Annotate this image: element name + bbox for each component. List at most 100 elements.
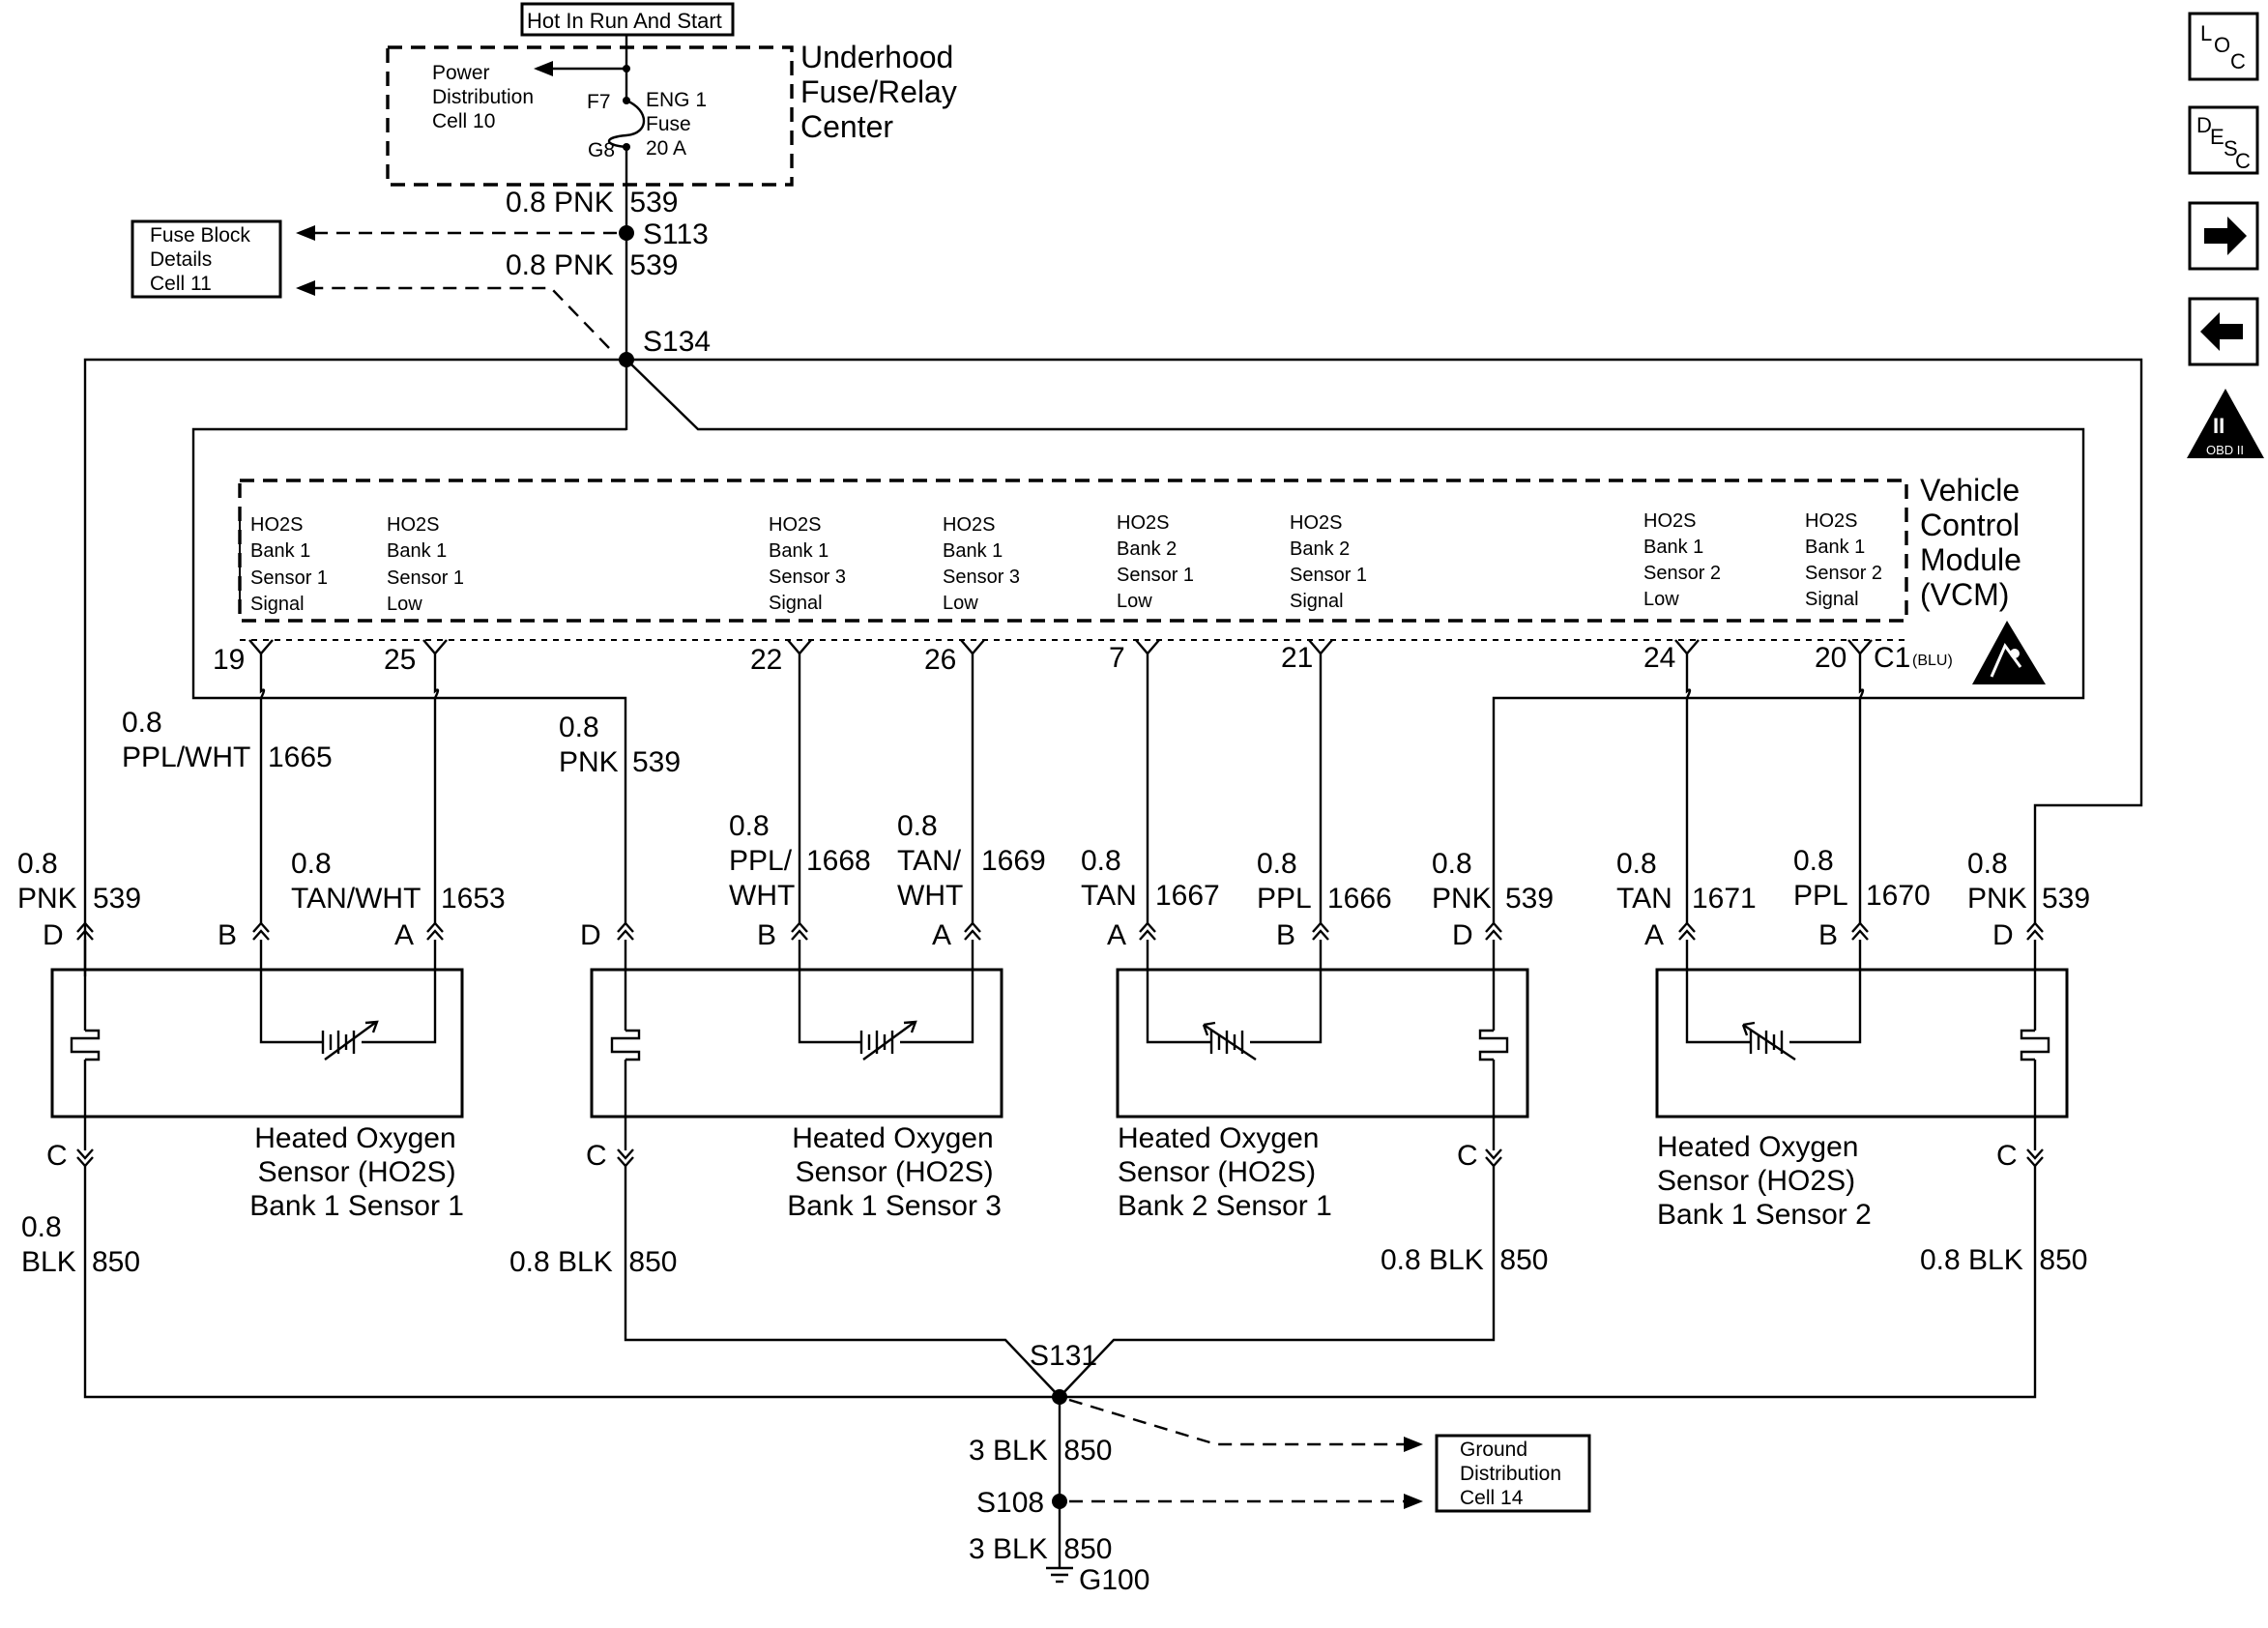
fuse-icon <box>607 99 645 149</box>
obd-ii-button[interactable]: II OBD II <box>2187 389 2264 458</box>
svg-text:S: S <box>2224 136 2238 160</box>
ho2s-bank2-sensor1 <box>1116 968 1529 1119</box>
fuse-pin-f7: F7 <box>587 91 611 113</box>
wire-539-inner-right <box>625 359 2085 923</box>
vcm-pin-21: 21 <box>1281 642 1313 674</box>
splice-s108-label: S108 <box>976 1487 1044 1519</box>
splice-s108 <box>1052 1494 1067 1509</box>
wire-850-b-label: 3 BLK 850 <box>969 1533 1112 1565</box>
vcm-connector-color: (BLU) <box>1912 653 1953 669</box>
next-page-button[interactable] <box>2188 201 2259 271</box>
fuse-pin-g8: G8 <box>588 139 615 161</box>
desc-button[interactable]: D E S C <box>2188 105 2259 175</box>
arrow-left-icon <box>296 280 315 296</box>
vcm-pin-24: 24 <box>1643 642 1675 674</box>
wire-1667-label: 0.8 TAN 1667 <box>1081 845 1220 912</box>
ground-ref-box <box>1435 1434 1591 1513</box>
ho2s-bank1-sensor1 <box>50 968 464 1119</box>
wire-1668-label: 0.8 PPL/ WHT 1668 <box>729 810 871 912</box>
wire-1666-label: 0.8 PPL 1666 <box>1257 848 1392 915</box>
wire-539-s3-label: 0.8 PNK 539 <box>1432 848 1554 915</box>
wire-539-mid-label: 0.8 PNK 539 <box>559 712 681 778</box>
wire-850-s1-label: 0.8 BLK 850 <box>21 1211 140 1278</box>
ho2s-bank1-sensor2 <box>1655 968 2069 1119</box>
wire-850-s2-label: 0.8 BLK 850 <box>509 1246 677 1278</box>
vcm-terminal-label-20: HO2S Bank 1 Sensor 2 Signal <box>1805 510 1888 610</box>
sensor2-name: Heated Oxygen Sensor (HO2S) Bank 1 Senso… <box>787 1122 1002 1222</box>
vcm-pin-26: 26 <box>924 644 956 676</box>
wire-850-s2 <box>624 1166 1061 1398</box>
svg-text:D: D <box>2196 113 2212 137</box>
obd-ii-warning-icon <box>2187 389 2264 458</box>
underhood-fuse-relay-center <box>386 45 794 187</box>
eng1-fuse-label: ENG 1 Fuse 20 A <box>646 89 712 160</box>
svg-text:II: II <box>2213 414 2224 438</box>
wire-1669-label: 0.8 TAN/ WHT 1669 <box>897 810 1046 912</box>
ground-ref: Ground Distribution Cell 14 <box>1460 1439 1567 1509</box>
sensor-pin-c-letters: C C C C <box>46 1140 2018 1172</box>
vcm-terminal-label-25: HO2S Bank 1 Sensor 1 Low <box>387 514 470 615</box>
heater-icon <box>70 1029 2050 1061</box>
vcm-pin-19: 19 <box>213 644 245 676</box>
svg-text:C: C <box>2235 149 2251 173</box>
arrow-right-icon <box>1404 1437 1423 1452</box>
ho2s-bank1-sensor3 <box>590 968 1003 1119</box>
wire-539-s1-label: 0.8 PNK 539 <box>17 848 141 915</box>
prev-page-button[interactable] <box>2188 297 2259 366</box>
wire-1665 <box>259 654 266 923</box>
wire-850-s4 <box>1060 1166 2037 1399</box>
wire-539-label-a: 0.8 PNK 539 <box>506 187 678 218</box>
vcm-terminal-label-19: HO2S Bank 1 Sensor 1 Signal <box>250 514 334 615</box>
svg-text:O: O <box>2214 33 2230 57</box>
sensor3-name: Heated Oxygen Sensor (HO2S) Bank 2 Senso… <box>1118 1122 1332 1222</box>
wire-1653-label: 0.8 TAN/WHT 1653 <box>291 848 506 915</box>
wire-1670 <box>1858 654 1865 923</box>
hot-in-run-label-box: Hot In Run And Start <box>520 2 735 37</box>
arrow-left-icon <box>2200 312 2243 351</box>
vcm-terminal-label-7: HO2S Bank 2 Sensor 1 Low <box>1117 512 1200 612</box>
sensor1-name: Heated Oxygen Sensor (HO2S) Bank 1 Senso… <box>249 1122 464 1222</box>
wire-850-s4-label: 0.8 BLK 850 <box>1920 1244 2087 1276</box>
hot-in-run-label: Hot In Run And Start <box>527 9 722 33</box>
splice-s131-label: S131 <box>1030 1340 1097 1372</box>
sensor-connector-cups-top <box>75 921 2045 942</box>
sensor-heater-elements <box>83 940 2037 1150</box>
wire-1670-label: 0.8 PPL 1670 <box>1793 845 1931 912</box>
vcm-pins <box>247 638 1874 655</box>
loc-button[interactable]: L O C <box>2188 12 2259 81</box>
vcm-pin-7: 7 <box>1109 642 1125 674</box>
splice-s134-label: S134 <box>643 326 711 358</box>
vcm-pin-22: 22 <box>750 644 782 676</box>
wire-850-s1 <box>83 1166 1060 1399</box>
fuse-block-ref-box <box>131 219 282 299</box>
vcm-terminal-label-24: HO2S Bank 1 Sensor 2 Low <box>1643 510 1727 610</box>
splice-s113-label: S113 <box>643 218 709 250</box>
wire-539-inner-left <box>191 427 627 923</box>
vcm-terminal-label-22: HO2S Bank 1 Sensor 3 Signal <box>769 514 852 614</box>
oxygen-sensing-element-icon <box>259 940 1862 1061</box>
wire-1671-label: 0.8 TAN 1671 <box>1616 848 1757 915</box>
ground-g100-label: G100 <box>1079 1564 1149 1596</box>
wire-539-s4-label: 0.8 PNK 539 <box>1967 848 2090 915</box>
ground-icon <box>1046 1566 1073 1584</box>
arrow-left-icon <box>534 61 553 76</box>
splice-s113 <box>619 225 634 241</box>
wire-850-a-label: 3 BLK 850 <box>969 1435 1112 1467</box>
svg-text:C: C <box>2230 49 2246 73</box>
vcm-pin-25: 25 <box>384 644 416 676</box>
wire-1671 <box>1685 654 1692 923</box>
svg-text:OBD II: OBD II <box>2206 443 2244 457</box>
arrow-right-icon <box>1404 1494 1423 1509</box>
svg-text:E: E <box>2210 125 2224 149</box>
fuse-block-ref: Fuse Block Details Cell 11 <box>150 224 256 295</box>
sensor4-name: Heated Oxygen Sensor (HO2S) Bank 1 Senso… <box>1657 1131 1872 1231</box>
esd-warning-icon <box>1972 621 2046 684</box>
vcm-pin-20: 20 <box>1815 642 1846 674</box>
wire-539-label-b: 0.8 PNK 539 <box>506 249 678 281</box>
vcm-title: Vehicle Control Module (VCM) <box>1920 473 2030 612</box>
wire-1653 <box>433 654 440 923</box>
sensor-pin-letters: D B A D B A A B D A B D <box>43 919 2014 951</box>
arrow-left-icon <box>296 225 315 241</box>
power-distribution-ref: Power Distribution Cell 10 <box>432 62 539 132</box>
